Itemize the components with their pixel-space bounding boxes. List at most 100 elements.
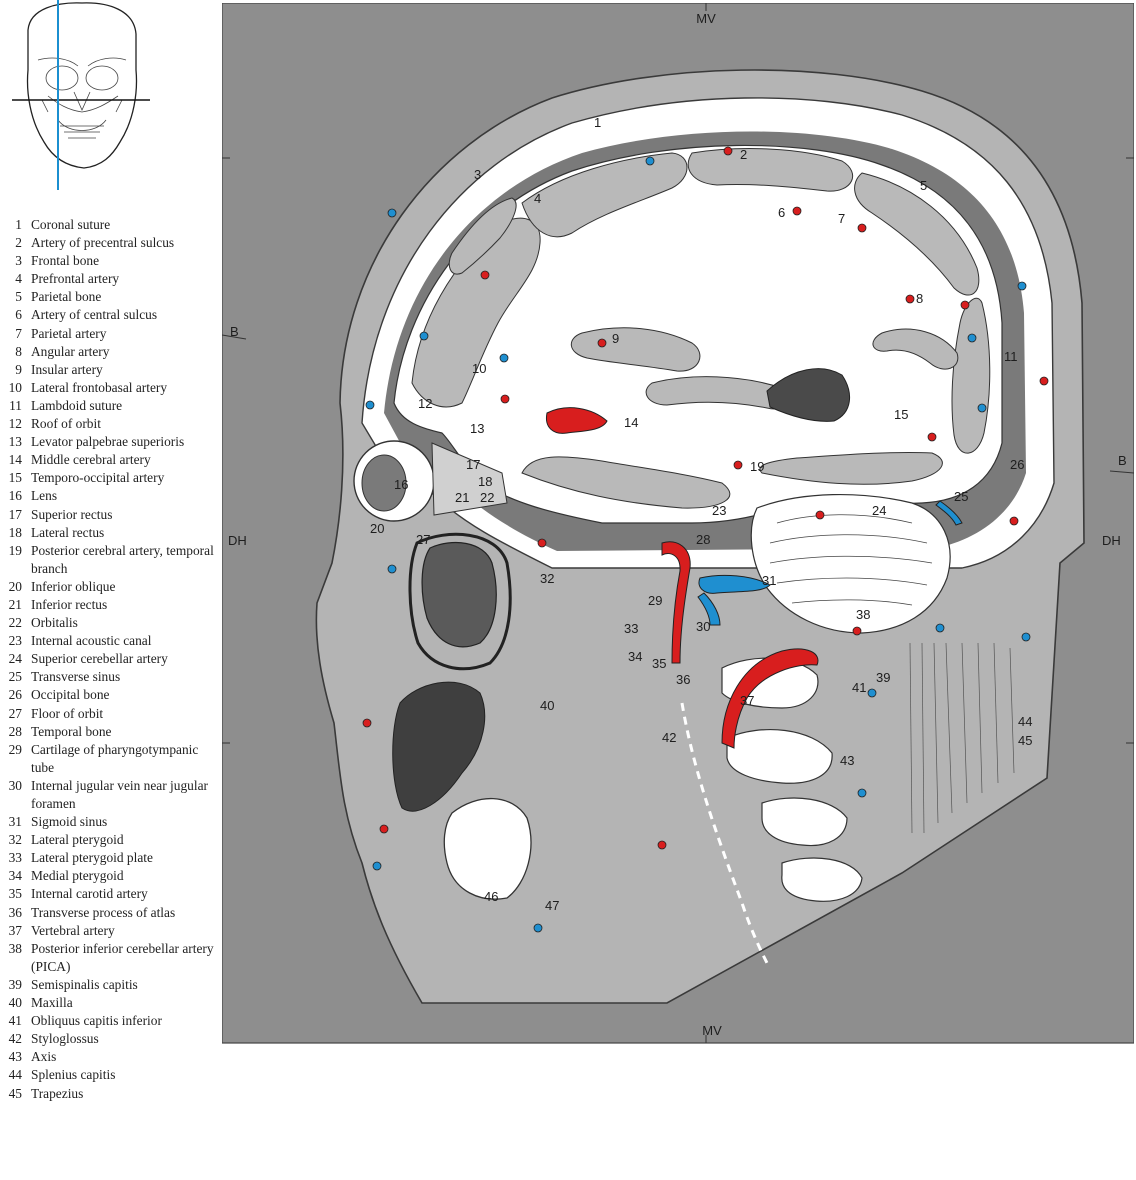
- legend-number: 43: [8, 1049, 22, 1065]
- legend-number: 27: [8, 705, 22, 721]
- orientation-label-right-dh: DH: [1102, 533, 1121, 548]
- pharyngeal-line: [680, 702, 769, 964]
- callout-31: 31: [762, 573, 776, 588]
- maxillary-sinus: [421, 541, 497, 648]
- legend-text: Lambdoid suture: [31, 397, 123, 413]
- legend-number: 10: [8, 379, 22, 395]
- c3-vertebra: [761, 797, 848, 847]
- c4-vertebra: [781, 857, 863, 902]
- legend-number: 13: [8, 434, 22, 450]
- legend-number: 32: [8, 832, 22, 848]
- legend-text: Floor of orbit: [31, 705, 104, 721]
- legend-text: Transverse process of atlas: [31, 904, 176, 920]
- legend-number: 1: [15, 217, 22, 232]
- legend-text: Artery of central sulcus: [31, 307, 158, 323]
- legend-number: 7: [15, 325, 22, 341]
- callout-7: 7: [838, 211, 845, 226]
- lateral-ventricle: [766, 368, 850, 422]
- legend-text: Temporal bone: [31, 723, 112, 739]
- callout-4: 4: [534, 191, 541, 206]
- legend-text: Middle cerebral artery: [31, 452, 151, 468]
- callout-33: 33: [624, 621, 638, 636]
- transverse-sinus: [935, 500, 963, 526]
- legend-number: 16: [8, 488, 22, 504]
- legend-number: 3: [15, 253, 22, 269]
- legend-item-35: 35 Internal carotid artery: [4, 885, 214, 903]
- legend-text: Parietal bone: [31, 289, 102, 305]
- legend-item-43: 43 Axis: [4, 1048, 214, 1066]
- callout-38: 38: [856, 607, 870, 622]
- cerebellum: [750, 493, 951, 634]
- legend-number: 28: [8, 723, 22, 739]
- legend-number: 37: [8, 922, 22, 938]
- callout-20: 20: [370, 521, 384, 536]
- legend-text: Internal jugular vein near jugular foram…: [31, 777, 208, 811]
- legend-number: 33: [8, 850, 22, 866]
- lens-shape: [361, 454, 407, 512]
- legend-number: 11: [9, 397, 22, 413]
- callout-15: 15: [894, 407, 908, 422]
- callout-34: 34: [628, 649, 642, 664]
- legend-text: Occipital bone: [31, 687, 110, 703]
- callout-24: 24: [872, 503, 886, 518]
- callout-23: 23: [712, 503, 726, 518]
- orientation-label-left-b: B: [230, 324, 239, 339]
- callout-39: 39: [876, 670, 890, 685]
- legend-text: Artery of precentral sulcus: [31, 235, 175, 251]
- legend-number: 42: [8, 1031, 22, 1047]
- legend-text: Internal acoustic canal: [31, 633, 152, 649]
- legend-text: Posterior inferior cerebellar artery (PI…: [31, 940, 214, 974]
- callout-41: 41: [852, 680, 866, 695]
- orientation-label-bottom: MV: [702, 1023, 722, 1038]
- callout-16: 16: [394, 477, 408, 492]
- small-arteries: [362, 146, 1049, 850]
- callout-5: 5: [920, 178, 927, 193]
- callout-46: 46: [484, 889, 498, 904]
- axis: [726, 728, 833, 784]
- legend-number: 31: [8, 814, 22, 830]
- legend-number: 15: [8, 470, 22, 486]
- legend-text: Lateral rectus: [31, 524, 105, 540]
- callout-19: 19: [750, 459, 764, 474]
- callout-40: 40: [540, 698, 554, 713]
- legend-text: Styloglossus: [31, 1031, 99, 1047]
- legend-number: 12: [8, 416, 22, 432]
- callout-1: 1: [594, 115, 601, 130]
- sigmoid-sinus: [698, 574, 771, 594]
- small-veins: [365, 156, 1031, 933]
- legend-number: 35: [8, 886, 22, 902]
- legend-number: 19: [8, 542, 22, 558]
- nasal-cavity: [392, 681, 486, 812]
- legend-text: Transverse sinus: [31, 669, 121, 685]
- legend-number: 29: [8, 741, 22, 757]
- legend-text: Superior cerebellar artery: [31, 651, 168, 667]
- legend-text: Medial pterygoid: [31, 868, 124, 884]
- legend-number: 22: [8, 615, 22, 631]
- legend-text: Superior rectus: [31, 506, 113, 522]
- cortex-gyri: [411, 148, 991, 509]
- legend-text: Lateral pterygoid plate: [31, 850, 153, 866]
- legend-item-28: 28 Temporal bone: [4, 723, 214, 741]
- callout-44: 44: [1018, 714, 1032, 729]
- legend-text: Roof of orbit: [31, 416, 101, 432]
- legend-text: Coronal suture: [31, 217, 111, 232]
- legend-text: Axis: [31, 1049, 57, 1065]
- legend-text: Internal carotid artery: [31, 886, 148, 902]
- orientation-label-top: MV: [696, 11, 716, 26]
- orientation-thumbnail: [12, 0, 150, 190]
- legend-number: 24: [8, 651, 22, 667]
